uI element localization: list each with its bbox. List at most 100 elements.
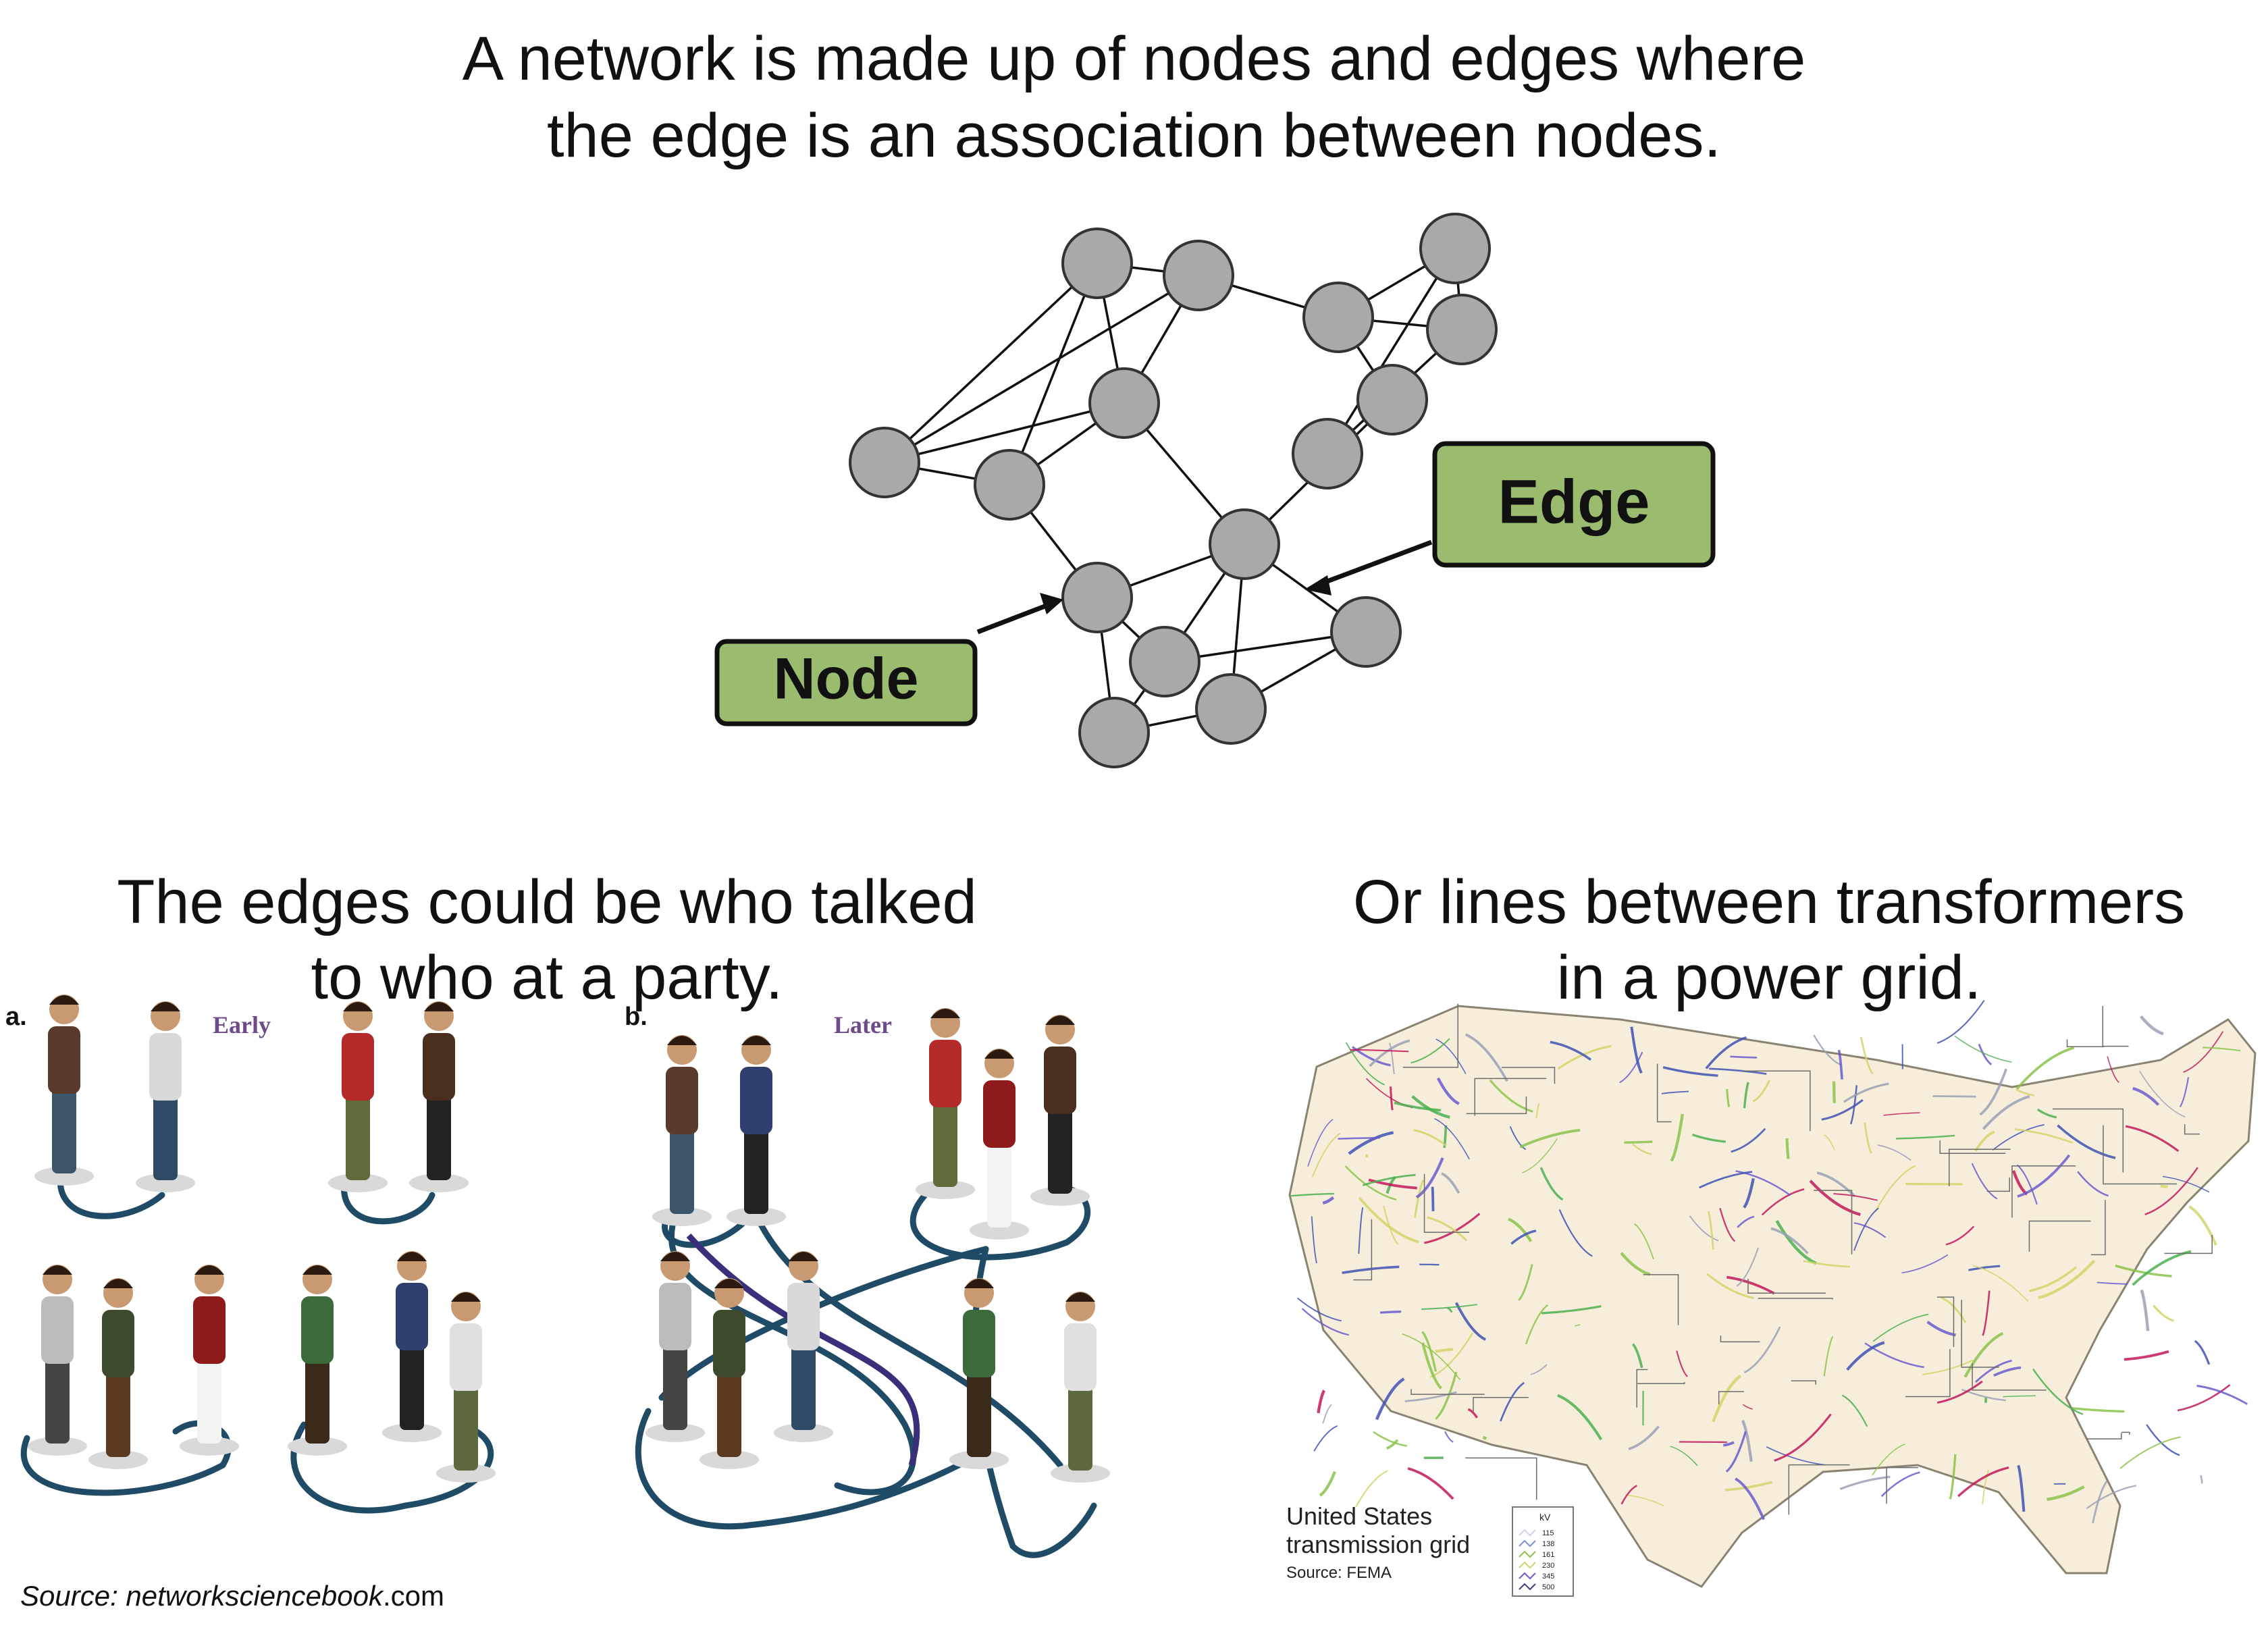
- party-person: [180, 1265, 239, 1456]
- state-border: [1402, 1003, 1458, 1068]
- network-node: [1061, 228, 1133, 299]
- transmission-line: [1974, 1130, 1995, 1152]
- transmission-line: [1699, 1171, 1753, 1189]
- edge-callout-box: [1432, 441, 1716, 568]
- transmission-line: [1510, 1229, 1537, 1245]
- transmission-line: [1742, 1404, 1753, 1410]
- network-node: [1356, 364, 1428, 435]
- panel-b-letter: b.: [625, 1003, 648, 1031]
- transmission-line: [1743, 1178, 1755, 1209]
- transmission-line: [1557, 1394, 1603, 1441]
- transmission-line: [1731, 1128, 1766, 1153]
- panel-a-link-2: [341, 1178, 436, 1225]
- party-person: [1051, 1292, 1110, 1483]
- transmission-line: [1860, 1036, 1874, 1075]
- state-border: [1637, 1381, 1685, 1385]
- map-title-line-1: United States: [1286, 1502, 1432, 1530]
- transmission-line: [1317, 1390, 1326, 1414]
- transmission-line: [1679, 1441, 1727, 1444]
- transmission-line: [1454, 1302, 1487, 1341]
- transmission-line: [1631, 1343, 1643, 1369]
- state-border: [2066, 1039, 2105, 1048]
- party-person: [28, 1265, 87, 1456]
- transmission-line: [1362, 1173, 1416, 1186]
- transmission-line: [1775, 1219, 1817, 1265]
- transmission-line: [1785, 1138, 1790, 1159]
- node-group: [849, 213, 1498, 768]
- transmission-line: [1421, 1342, 1442, 1390]
- state-border: [2028, 1220, 2091, 1252]
- transmission-line: [1441, 1172, 1460, 1194]
- transmission-line: [2107, 1056, 2119, 1083]
- transmission-line: [1634, 1223, 1654, 1260]
- transmission-line: [1880, 1471, 1920, 1498]
- transmission-line: [1313, 1425, 1338, 1452]
- transmission-line: [1625, 1494, 1664, 1506]
- transmission-line: [1954, 1035, 2012, 1063]
- network-node: [849, 427, 920, 498]
- map-legend-title: kV: [1539, 1512, 1551, 1523]
- transmission-line: [2086, 1485, 2137, 1510]
- headline-line-1: A network is made up of nodes and edges …: [462, 24, 1806, 93]
- transmission-line: [1974, 1359, 2013, 1383]
- transmission-line: [2096, 1281, 2128, 1285]
- party-caption-line-1: The edges could be who talked: [117, 868, 977, 936]
- network-node: [1292, 418, 1363, 490]
- transmission-line: [2160, 1184, 2168, 1188]
- transmission-line: [1833, 1193, 1878, 1201]
- transmission-line: [1525, 1304, 1549, 1345]
- transmission-line: [1369, 1039, 1410, 1067]
- transmission-line: [1521, 1138, 1558, 1173]
- headline-line-2: the edge is an association between nodes…: [546, 101, 1721, 170]
- transmission-line: [1322, 1404, 1332, 1424]
- transmission-line: [1726, 1275, 1775, 1295]
- legend-level: 230: [1542, 1562, 1554, 1570]
- party-person: [436, 1292, 496, 1483]
- transmission-line: [2016, 1164, 2038, 1205]
- legend-swatch: [1519, 1550, 1536, 1558]
- network-node: [1129, 626, 1201, 697]
- transmission-line: [2139, 1071, 2186, 1118]
- transmission-line: [1435, 1371, 1458, 1420]
- map-title-line-2: transmission grid: [1286, 1531, 1470, 1558]
- transmission-line: [1770, 1227, 1809, 1254]
- transmission-line: [1383, 1205, 1399, 1245]
- transmission-line: [1311, 1132, 1341, 1178]
- transmission-line: [1743, 1082, 1749, 1109]
- transmission-line: [1358, 1196, 1419, 1244]
- transmission-line: [1358, 1207, 1364, 1254]
- panel-b-link-4: [753, 1212, 1063, 1469]
- network-node: [1302, 282, 1374, 353]
- network-node: [1426, 294, 1498, 365]
- transmission-line: [2188, 1205, 2217, 1246]
- transmission-line: [1832, 1081, 1836, 1103]
- legend-swatch: [1519, 1539, 1536, 1548]
- legend-level: 500: [1542, 1583, 1554, 1591]
- transmission-line: [1530, 1364, 1548, 1375]
- state-border: [1718, 1391, 1744, 1404]
- transmission-line: [1972, 1265, 2029, 1302]
- legend-level: 138: [1542, 1540, 1554, 1548]
- node-callout-arrowhead: [1040, 593, 1063, 614]
- transmission-line: [1982, 1095, 2030, 1130]
- party-illustration: a. Early b. Later: [5, 995, 1110, 1558]
- transmission-line: [1809, 1180, 1861, 1217]
- panel-b-tag: Later: [834, 1011, 892, 1038]
- network-node: [1419, 213, 1491, 284]
- transmission-line: [2038, 1259, 2096, 1300]
- transmission-line: [1864, 1122, 1872, 1154]
- state-border: [1502, 1067, 1556, 1084]
- grid-caption-line-1: Or lines between transformers: [1352, 868, 2186, 936]
- transmission-line: [1620, 1485, 1638, 1505]
- transmission-line: [2057, 1124, 2116, 1159]
- transmission-line: [1761, 1188, 1805, 1216]
- transmission-line: [1872, 1313, 1929, 1342]
- network-node: [1163, 240, 1234, 311]
- state-border: [1788, 1464, 1850, 1515]
- transmission-line: [1737, 1215, 1755, 1228]
- transmission-line: [1936, 999, 1985, 1044]
- transmission-line: [1519, 1128, 1581, 1148]
- network-edge: [884, 274, 1199, 464]
- transmission-line: [1350, 1049, 1409, 1053]
- transmission-line: [1379, 1311, 1402, 1314]
